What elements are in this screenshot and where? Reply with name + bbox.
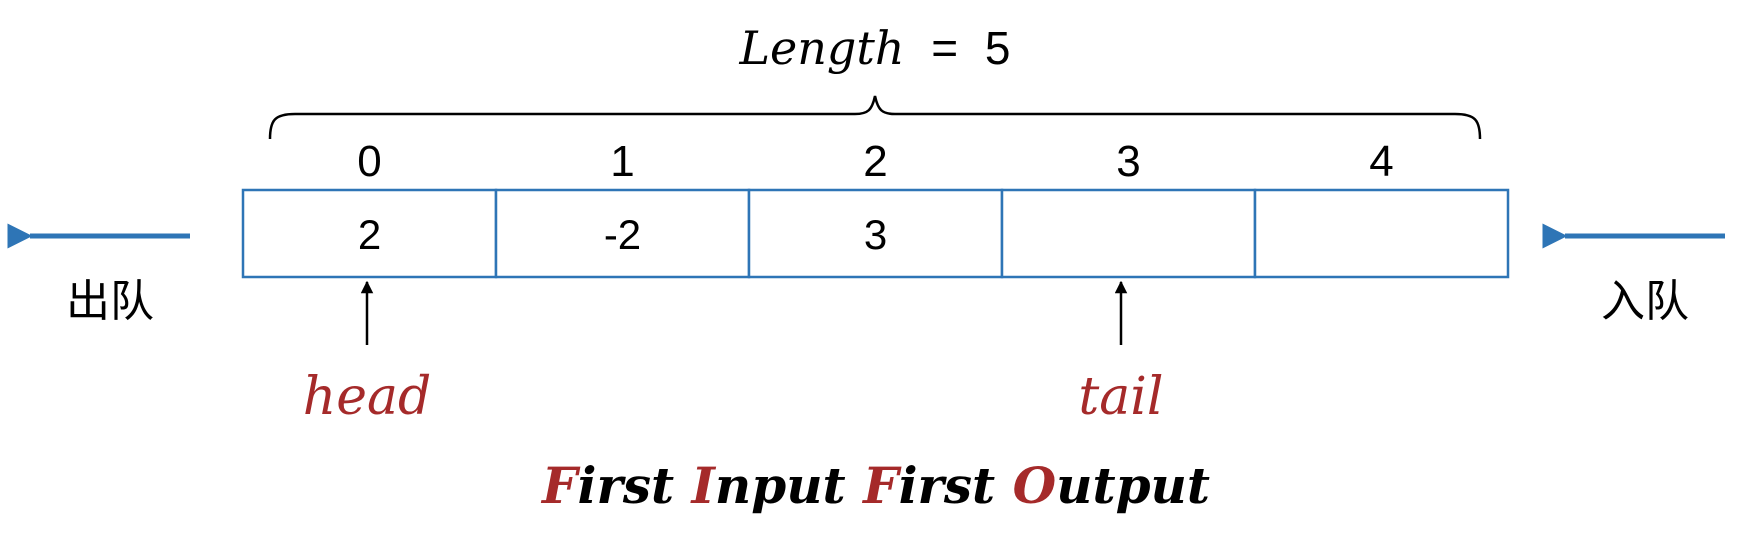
fifo-initial: I (690, 456, 717, 515)
fifo-initial: F (861, 456, 902, 515)
fifo-word: irst (899, 456, 1013, 515)
index-label: 3 (1116, 137, 1140, 186)
head-pointer-label: head (303, 367, 432, 427)
index-label: 4 (1369, 137, 1393, 186)
fifo-initial: O (1013, 456, 1057, 515)
tail-pointer-label: tail (1078, 367, 1163, 427)
queue-cell-value: 3 (864, 211, 887, 258)
index-label: 1 (610, 137, 634, 186)
fifo-initial: F (540, 456, 581, 515)
enqueue-label: 入队 (1601, 276, 1689, 327)
fifo-word: utput (1056, 456, 1210, 515)
fifo-word: nput (715, 456, 863, 515)
length-label: Length = 5 (739, 21, 1011, 75)
queue-cell (494, 188, 751, 279)
queue-cell (747, 188, 1004, 279)
dequeue-label: 出队 (66, 276, 154, 327)
index-label: 2 (863, 137, 887, 186)
fifo-word: irst (578, 456, 692, 515)
index-label: 0 (357, 137, 381, 186)
queue-cell (241, 188, 498, 279)
queue-cells: 2 -2 3 (241, 188, 1510, 279)
queue-cell (1000, 188, 1257, 279)
index-labels: 0 1 2 3 4 (357, 137, 1393, 186)
queue-cell (1253, 188, 1510, 279)
queue-cell-value: 2 (358, 211, 381, 258)
queue-cell-value: -2 (604, 211, 641, 258)
length-brace (268, 95, 1482, 140)
fifo-phrase: First Input First Output (540, 456, 1210, 515)
